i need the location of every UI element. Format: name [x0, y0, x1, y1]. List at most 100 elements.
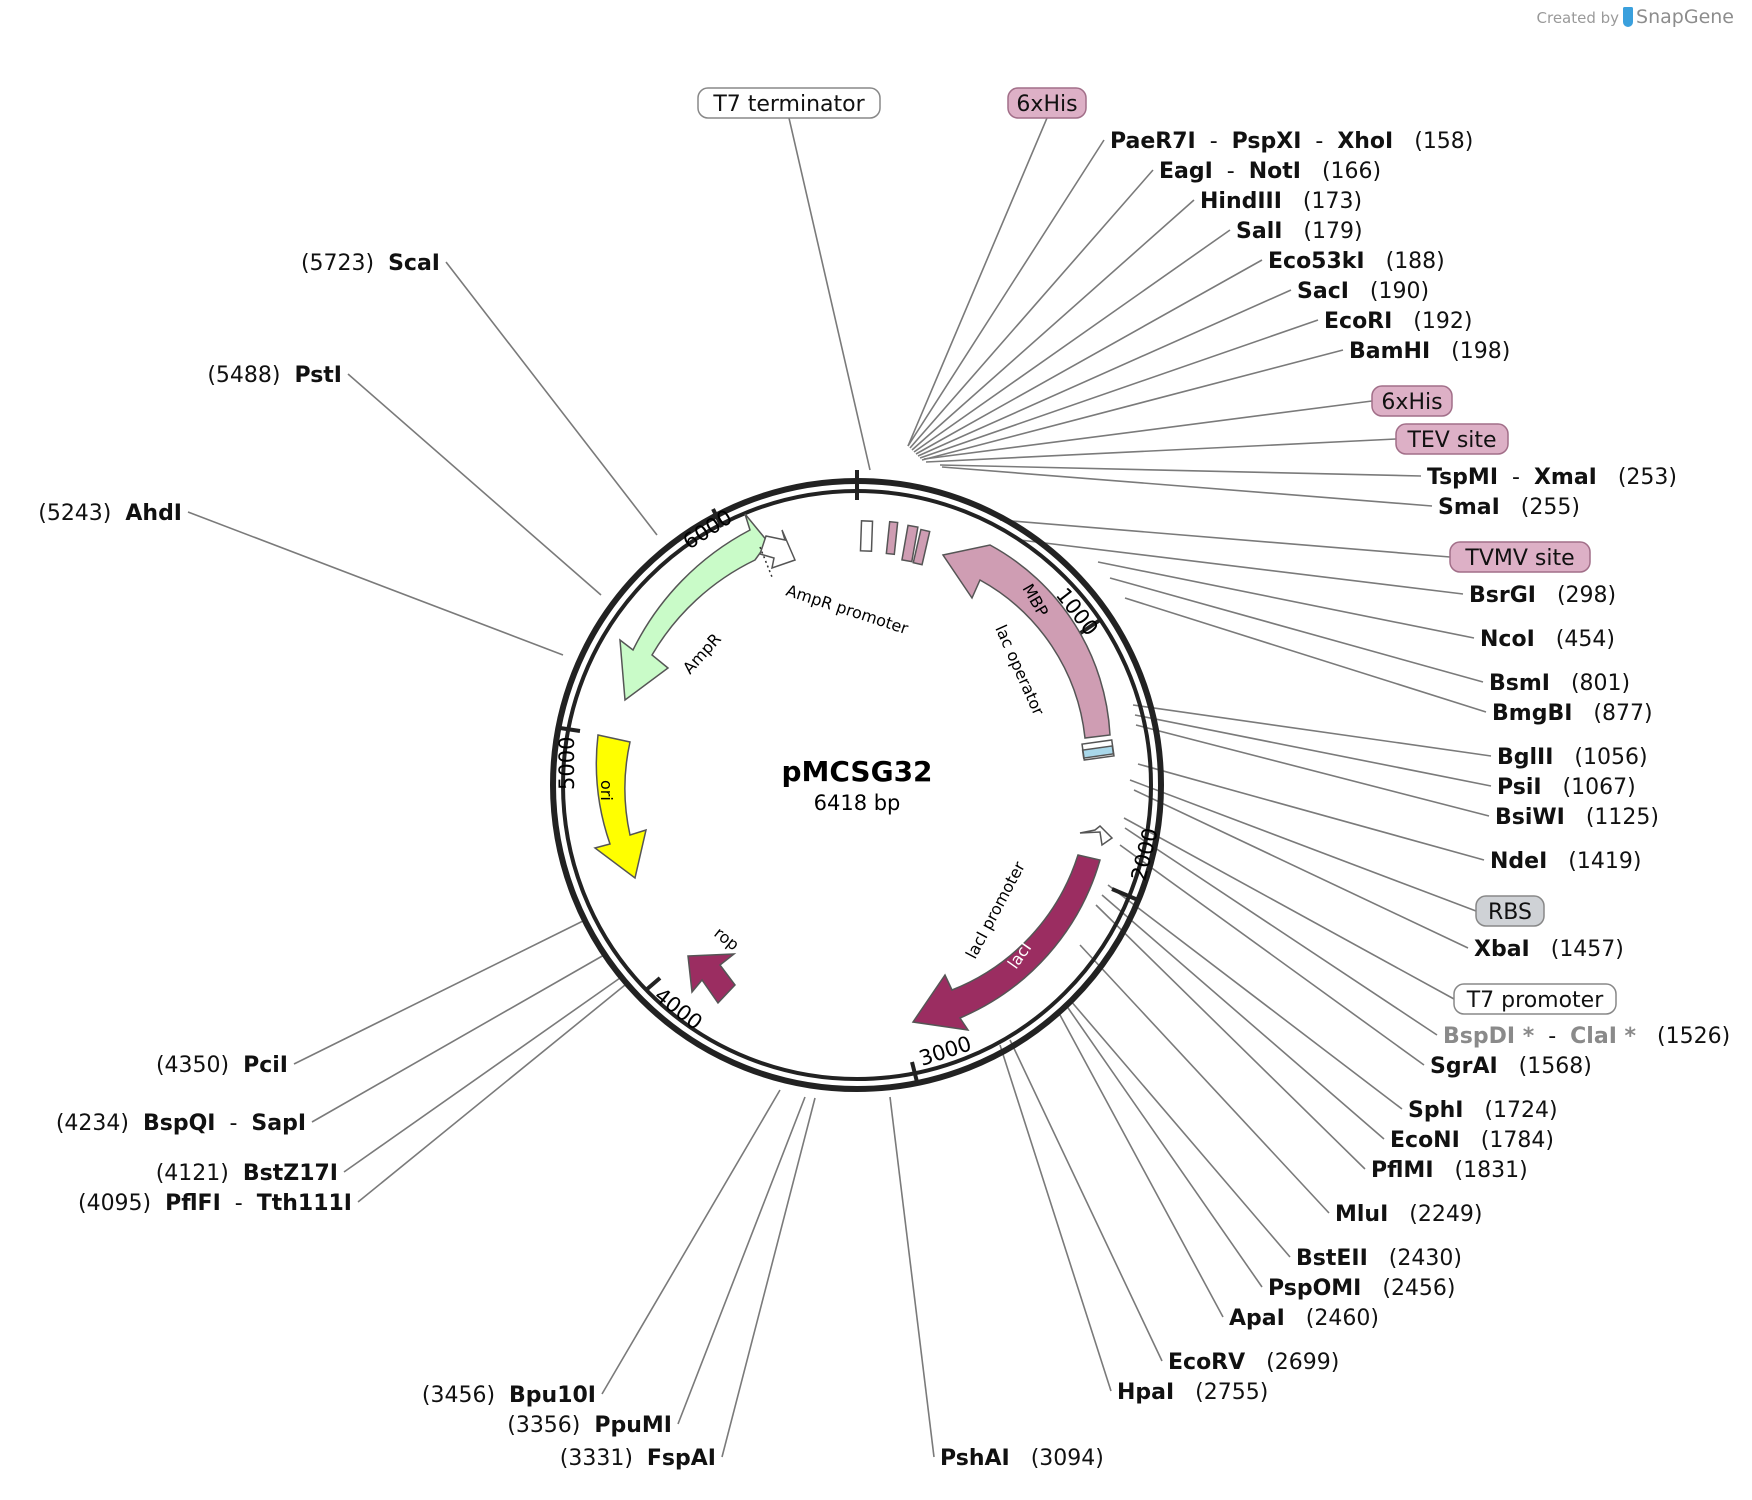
leader-lines	[187, 117, 1492, 1458]
leader-line	[1124, 597, 1487, 713]
feature-tvmv-box	[912, 528, 931, 566]
leader-line	[1132, 704, 1492, 757]
site-label: (3456) Bpu10I	[422, 1383, 596, 1408]
feature-rop	[687, 953, 737, 1005]
leader-line	[293, 919, 586, 1065]
leader-line	[1059, 1014, 1224, 1318]
tick-label-4000: 4000	[650, 983, 707, 1035]
site-label: NcoI (454)	[1480, 627, 1615, 652]
feature-mbp	[941, 544, 1111, 739]
site-label: EcoRV (2699)	[1168, 1350, 1339, 1375]
label-ori: ori	[597, 780, 616, 801]
tick-6000	[711, 508, 724, 528]
feature-label-text: 6xHis	[1381, 390, 1442, 415]
leader-line	[939, 464, 1422, 477]
tick-3000	[910, 1061, 919, 1083]
feature-label-box	[697, 87, 881, 119]
plasmid-length: 6418 bp	[814, 791, 901, 815]
leader-line	[1137, 763, 1485, 861]
restriction-site-labels: PaeR7I - PspXI - XhoI (158) EagI - NotI (…	[38, 129, 1730, 1471]
site-label: SphI (1724)	[1408, 1098, 1558, 1123]
site-label: NdeI (1419)	[1490, 849, 1641, 874]
site-label: PaeR7I - PspXI - XhoI (158)	[1110, 129, 1473, 154]
site-label: Eco53kI (188)	[1268, 249, 1445, 274]
feature-laci	[911, 854, 1101, 1031]
leader-line	[915, 259, 1263, 455]
site-label: BsmI (801)	[1489, 671, 1630, 696]
credit-brand: SnapGene	[1636, 6, 1734, 28]
site-label: PflMI (1831)	[1371, 1158, 1528, 1183]
leader-line	[1009, 1039, 1163, 1362]
tick-4000	[644, 976, 662, 992]
site-label: BspDI * - ClaI * (1526)	[1443, 1024, 1730, 1049]
site-label: EcoNI (1784)	[1390, 1128, 1554, 1153]
site-label: BamHI (198)	[1349, 339, 1510, 364]
feature-label-box	[1475, 895, 1545, 927]
site-label: MluI (2249)	[1335, 1202, 1482, 1227]
tick-label-2000: 2000	[1127, 826, 1163, 884]
plasmid-name: pMCSG32	[781, 755, 932, 788]
leader-line	[1019, 539, 1464, 595]
leader-line	[907, 139, 1105, 447]
leader-line	[941, 466, 1433, 507]
leader-line	[677, 1096, 806, 1425]
leader-line	[343, 977, 621, 1173]
feature-label-text: T7 terminator	[712, 92, 865, 117]
leader-line	[1135, 724, 1490, 817]
leader-line	[921, 349, 1344, 461]
site-label: (4350) PciI	[156, 1053, 288, 1078]
leader-line	[907, 117, 1048, 447]
site-label: XbaI (1457)	[1474, 937, 1624, 962]
leader-line	[913, 229, 1231, 453]
site-label: BglII (1056)	[1497, 745, 1648, 770]
leader-line	[1107, 884, 1403, 1110]
leader-line	[1079, 944, 1330, 1214]
leader-line	[311, 954, 605, 1123]
leader-line	[999, 1044, 1112, 1392]
site-label: (4121) BstZ17I	[156, 1161, 338, 1186]
site-label: SgrAI (1568)	[1430, 1054, 1592, 1079]
credit-prefix: Created by	[1536, 9, 1620, 27]
leader-line	[1119, 844, 1425, 1066]
leader-line	[445, 261, 658, 536]
label-lac-operator: lac operator	[991, 622, 1048, 719]
snapgene-logo-icon	[1623, 7, 1634, 27]
feature-arrows	[593, 513, 1115, 1031]
feature-label-text: RBS	[1488, 900, 1532, 925]
leader-line	[999, 519, 1451, 558]
site-label: PspOMI (2456)	[1268, 1276, 1456, 1301]
leader-line	[1123, 817, 1455, 1000]
leader-line	[1133, 789, 1469, 949]
feature-label-text: 6xHis	[1016, 92, 1077, 117]
tick-label-5000: 5000	[555, 737, 579, 790]
site-label: (5488) PstI	[207, 363, 342, 388]
feature-label-text: TVMV site	[1464, 546, 1574, 571]
site-label: (3356) PpuMI	[507, 1413, 672, 1438]
feature-label-box	[1371, 385, 1453, 417]
leader-line	[601, 1089, 781, 1395]
site-label: BsiWI (1125)	[1495, 805, 1659, 830]
feature-label-box	[1453, 983, 1617, 1015]
feature-label-box	[1449, 541, 1591, 573]
site-label: (3331) FspAI	[560, 1446, 716, 1471]
site-label: HpaI (2755)	[1117, 1380, 1268, 1405]
leader-line	[1129, 779, 1477, 912]
feature-ori	[593, 734, 648, 880]
site-label: SacI (190)	[1297, 279, 1429, 304]
label-ampr-promoter: AmpR promoter	[784, 581, 911, 638]
site-label: EagI - NotI (166)	[1159, 159, 1381, 184]
feature-tev-box	[901, 524, 919, 563]
label-ampr: AmpR	[679, 629, 725, 677]
feature-6xhis-box	[885, 520, 899, 556]
site-label: EcoRI (192)	[1324, 309, 1472, 334]
tick-5000	[559, 726, 581, 733]
leader-line	[923, 400, 1373, 460]
feature-ampr	[619, 513, 769, 702]
site-label: BmgBI (877)	[1492, 701, 1653, 726]
leader-line	[911, 199, 1195, 451]
site-label: PsiI (1067)	[1497, 775, 1636, 800]
site-label: (4234) BspQI - SapI	[56, 1111, 306, 1136]
leader-line	[917, 289, 1292, 457]
